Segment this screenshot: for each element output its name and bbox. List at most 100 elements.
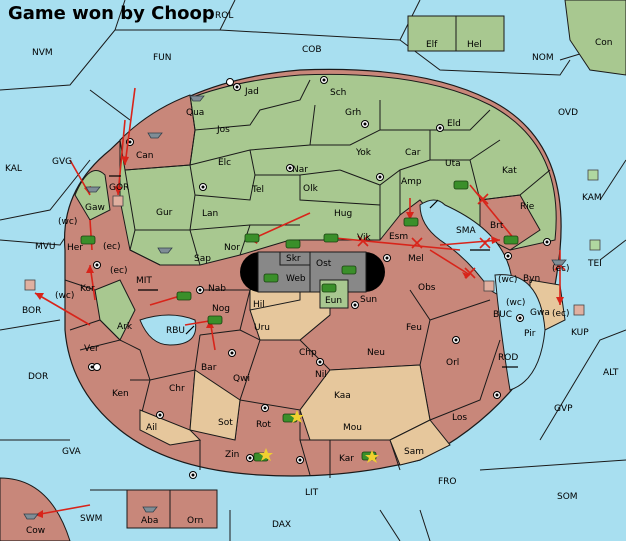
territory-label: Pir (524, 329, 536, 339)
territory-label: Ken (112, 389, 129, 399)
territory-label: Chp (299, 348, 317, 358)
land-labels: Con Elf Hel Qua Jad Sch Jos Grh Can Elc … (26, 38, 613, 536)
move-arrow (89, 219, 93, 251)
sea-label: GVA (62, 447, 82, 457)
sea-label: COB (302, 45, 322, 55)
move-arrow (34, 504, 91, 516)
territory-sam[interactable] (389, 419, 451, 466)
territory-label: Feu (406, 323, 422, 333)
territory-elf[interactable] (407, 15, 457, 52)
fleet-icon (85, 186, 101, 193)
dislodged-icon (573, 304, 585, 316)
sea-buc-rod[interactable] (494, 274, 546, 391)
territory-label: Skr (286, 254, 301, 264)
sea-label: KUP (571, 328, 589, 338)
coast-tag: (ec) (552, 309, 570, 319)
army-icon (321, 283, 337, 293)
territory-label: Grh (345, 108, 361, 118)
territory-borders (124, 79, 551, 266)
star-icon (259, 448, 273, 461)
territory-label: Hug (334, 209, 352, 219)
territory-label: Her (67, 243, 83, 253)
territory-label: Sun (360, 295, 377, 305)
coast-tag: (wc) (498, 275, 517, 285)
territory-label: Esm (389, 232, 408, 242)
sea-rbu[interactable] (139, 314, 197, 346)
territory-con[interactable] (564, 0, 626, 76)
move-arrow (469, 184, 516, 241)
territory-label: Aba (141, 516, 158, 526)
sea-label: ROL (215, 11, 233, 21)
territory-label: Gaw (85, 203, 105, 213)
territory-ail[interactable] (139, 409, 202, 446)
territory-label: Mel (408, 254, 424, 264)
territory-label: Ark (117, 322, 133, 332)
territory-label: Zin (225, 450, 239, 460)
game-status-title: Game won by Choop (8, 3, 215, 24)
army-icon (207, 315, 223, 325)
supply-centers (88, 76, 551, 479)
territory-label: Yok (355, 148, 372, 158)
territory-label: Qwi (233, 374, 250, 384)
territory-label: Orn (187, 516, 203, 526)
territory-label: Byn (523, 274, 540, 284)
territory-label: Lan (202, 209, 218, 219)
territory-label: Tel (251, 185, 264, 195)
sea-label: LIT (305, 488, 319, 498)
coast-tag: (wc) (506, 298, 525, 308)
territory-label: Hel (467, 40, 482, 50)
territory-label: Eun (325, 296, 342, 306)
dislodged-icon (24, 279, 36, 291)
army-icon (80, 235, 96, 245)
army-icon (285, 239, 301, 249)
territory-label: Mou (343, 423, 362, 433)
territory-label: Vik (357, 233, 371, 243)
territory-label: Ver (84, 344, 99, 354)
army-icon (503, 235, 519, 245)
territory-label: Kat (502, 166, 517, 176)
dislodged-icon (587, 169, 599, 181)
sea-label: SOM (557, 492, 578, 502)
territory-label: Uta (445, 159, 461, 169)
move-orders (34, 87, 561, 516)
islands-aba-orn[interactable] (126, 489, 218, 529)
sea-label: DOR (28, 372, 48, 382)
army-icon (341, 265, 357, 275)
sea-label: MIT (136, 276, 152, 286)
fleet-icon (142, 506, 158, 513)
territory-label: Web (286, 274, 306, 284)
sea-label: MVU (35, 242, 56, 252)
sea-label: KAL (5, 164, 22, 174)
territory-sot[interactable] (189, 369, 241, 441)
territory-label: Nil (315, 370, 327, 380)
territory-hel[interactable] (455, 15, 505, 52)
coast-tag: (ec) (103, 242, 121, 252)
fleet-icon (23, 513, 39, 520)
territory-label: Gur (156, 208, 173, 218)
fleet-icon (551, 259, 567, 266)
territory-label: Chr (169, 384, 185, 394)
territory-label: Con (595, 38, 613, 48)
territory-label: Olk (303, 184, 319, 194)
territory-label: Obs (418, 283, 436, 293)
territory-label: Ost (316, 259, 332, 269)
territory-label: Elc (218, 158, 231, 168)
territory-label: Sot (218, 418, 233, 428)
territory-label: Jad (244, 87, 259, 97)
fleet-icon (189, 95, 205, 102)
sea-label: GOR (109, 183, 129, 193)
territory-label: Hil (253, 300, 265, 310)
sea-label: BUC (493, 310, 512, 320)
coast-tag: (ec) (552, 264, 570, 274)
territory-label: Bar (201, 363, 217, 373)
dislodged-icon (112, 195, 124, 207)
territory-label: Eld (447, 119, 461, 129)
territory-label: Ail (146, 423, 157, 433)
territory-label: Rie (520, 202, 535, 212)
territory-label: Sam (404, 447, 424, 457)
coast-tag: (wc) (55, 291, 74, 301)
sea-labels: NVM FUN COB NOM OVD KAL GVG GOR KAM MVU … (5, 11, 619, 530)
army-icon (453, 180, 469, 190)
move-arrow (117, 119, 126, 196)
territory-label: Jos (216, 125, 230, 135)
